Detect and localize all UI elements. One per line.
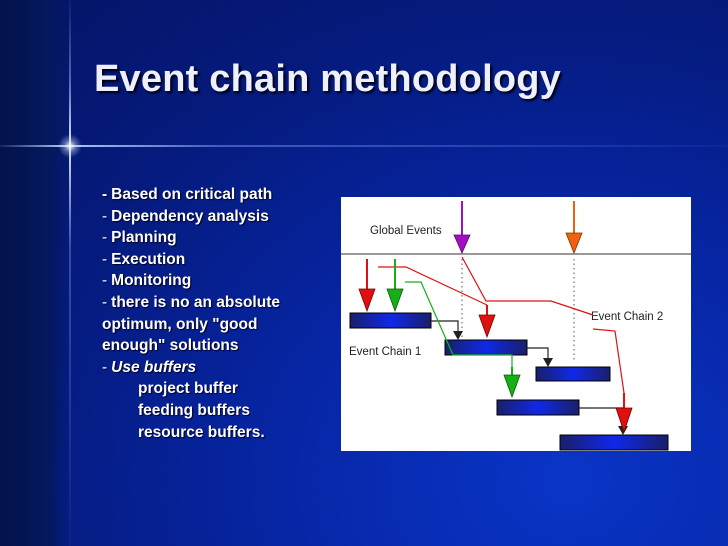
horizontal-glow-line [0,145,728,147]
red-event-arrow [358,259,376,313]
buffer-item: feeding buffers [138,401,250,419]
dependency-connector [527,347,549,361]
dependency-connector [431,320,459,334]
diagram-svg: Global Events Event Chain 1 Event Chain … [341,201,691,451]
bullet-item: -Planning [102,229,177,247]
task-bar [349,312,432,329]
event-chain-2-red-line [461,256,625,394]
task-bar [559,434,669,451]
event-chain-diagram: Global Events Event Chain 1 Event Chain … [341,197,691,451]
task-bar [444,339,528,356]
orange-global-event-arrow [565,201,583,255]
event-chain-2-label: Event Chain 2 [591,311,663,323]
bullet-continuation: enough" solutions [102,337,239,355]
task-bar [496,399,580,416]
event-chain-1-red-line [378,266,488,306]
green-event-arrow [503,367,521,399]
bullet-item: -Dependency analysis [102,207,269,225]
green-event-line [405,281,513,367]
left-sidebar-decoration [0,0,70,546]
bullet-item: -Based on critical path [102,186,273,203]
bullet-list: -Based on critical path -Dependency anal… [102,184,332,443]
bullet-item: -Execution [102,250,186,268]
dependency-connector [579,407,624,429]
bullet-item: -Monitoring [102,272,192,290]
bullet-item: -there is no an absolute [102,293,280,311]
bullet-item-buffers: -Use buffers [102,358,197,376]
bullet-continuation: optimum, only "good [102,315,258,333]
buffer-item: project buffer [138,380,238,398]
event-chain-1-label: Event Chain 1 [349,346,421,358]
red-event-arrow [615,393,633,434]
red-event-arrow [478,305,496,339]
global-events-label: Global Events [370,225,442,237]
buffer-item: resource buffers. [138,423,265,441]
vertical-glow-line [69,0,71,546]
purple-global-event-arrow [453,201,471,254]
green-event-arrow [386,259,404,313]
dependency-arrowhead [453,331,463,340]
task-bar [535,366,611,382]
dependency-arrowhead [543,358,553,367]
slide-title: Event chain methodology [94,58,561,100]
sparkle-icon [58,134,82,158]
